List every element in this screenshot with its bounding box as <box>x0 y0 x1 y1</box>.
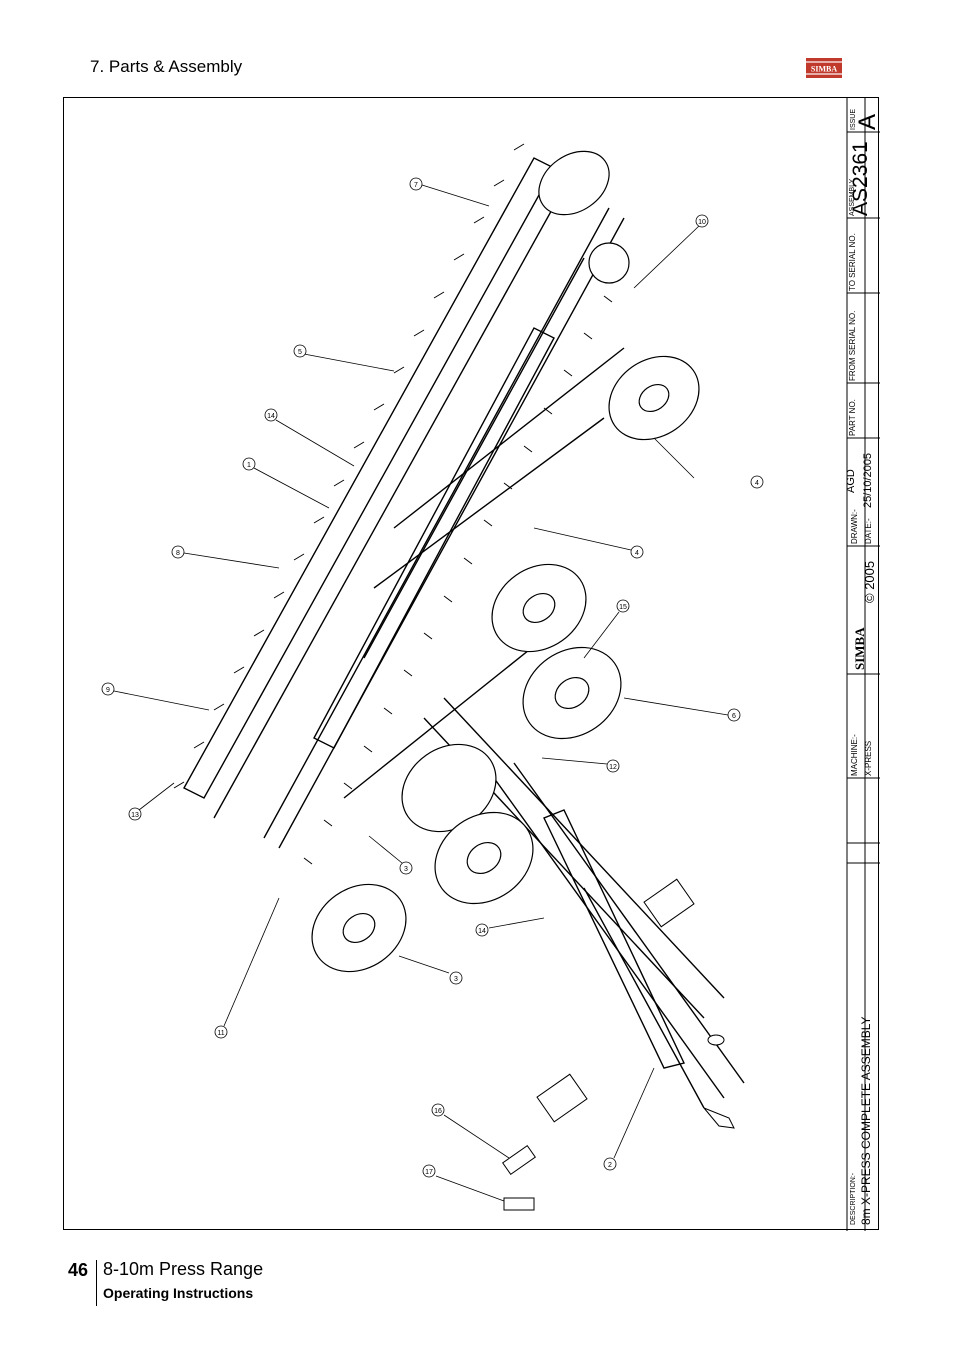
drawing-frame: 7 10 5 14 1 4 8 4 15 9 6 12 13 <box>63 97 881 1231</box>
footer-subtitle: Operating Instructions <box>103 1285 254 1301</box>
callout-5: 5 <box>298 349 302 356</box>
press-wheels <box>311 150 700 973</box>
callout-7: 7 <box>414 182 418 189</box>
callout-4b: 4 <box>635 550 639 557</box>
machine-value: X-PRESS <box>864 740 873 776</box>
from-serial-label: FROM SERIAL NO. <box>848 310 857 381</box>
logo-text: SIMBA <box>811 65 837 74</box>
footer-range: 8-10m Press Range <box>103 1259 264 1279</box>
assembly-number: AS2361 <box>849 141 872 216</box>
callout-1: 1 <box>247 462 251 469</box>
callout-15: 15 <box>619 604 627 611</box>
issue-value: A <box>854 113 881 130</box>
coulter-rows <box>173 143 613 865</box>
machine-label: MACHINE:- <box>850 734 859 776</box>
drawn-label: DRAWN:- <box>850 509 859 544</box>
date-label: DATE:- <box>864 518 873 544</box>
assembly-drawing: 7 10 5 14 1 4 8 4 15 9 6 12 13 <box>101 98 880 1231</box>
description-label: DESCRIPTION:- <box>850 1172 857 1225</box>
callout-16: 16 <box>434 1108 442 1115</box>
drawbar <box>502 878 735 1211</box>
section-title: 7. Parts & Assembly <box>90 57 243 76</box>
callout-17: 17 <box>425 1169 433 1176</box>
title-block-logo: SIMBA <box>852 627 867 670</box>
callout-8: 8 <box>176 550 180 557</box>
callout-14a: 14 <box>267 413 275 420</box>
footer-divider <box>96 1260 97 1306</box>
callout-10: 10 <box>698 219 706 226</box>
callout-4a: 4 <box>755 480 759 487</box>
callout-balloons: 7 10 5 14 1 4 8 4 15 9 6 12 13 <box>101 177 764 1202</box>
simba-logo: SIMBA <box>806 58 842 78</box>
callout-13: 13 <box>131 812 139 819</box>
drawn-value: AGD <box>845 469 857 493</box>
callout-14b: 14 <box>478 928 486 935</box>
callout-3b: 3 <box>454 976 458 983</box>
callout-2: 2 <box>608 1162 612 1169</box>
callout-6: 6 <box>732 713 736 720</box>
callout-12: 12 <box>609 764 617 771</box>
main-frame <box>183 157 745 1109</box>
part-no-label: PART NO. <box>848 399 857 436</box>
date-value: 25/10/2005 <box>862 452 874 508</box>
title-block <box>846 98 880 1231</box>
page-number: 46 <box>68 1260 89 1280</box>
copyright: © 2005 <box>862 560 877 603</box>
to-serial-label: TO SERIAL NO. <box>848 233 857 291</box>
callout-3a: 3 <box>404 866 408 873</box>
callout-9: 9 <box>106 687 110 694</box>
description-value: 8m X-PRESS COMPLETE ASSEMBLY <box>859 1016 873 1225</box>
callout-11: 11 <box>217 1030 224 1037</box>
